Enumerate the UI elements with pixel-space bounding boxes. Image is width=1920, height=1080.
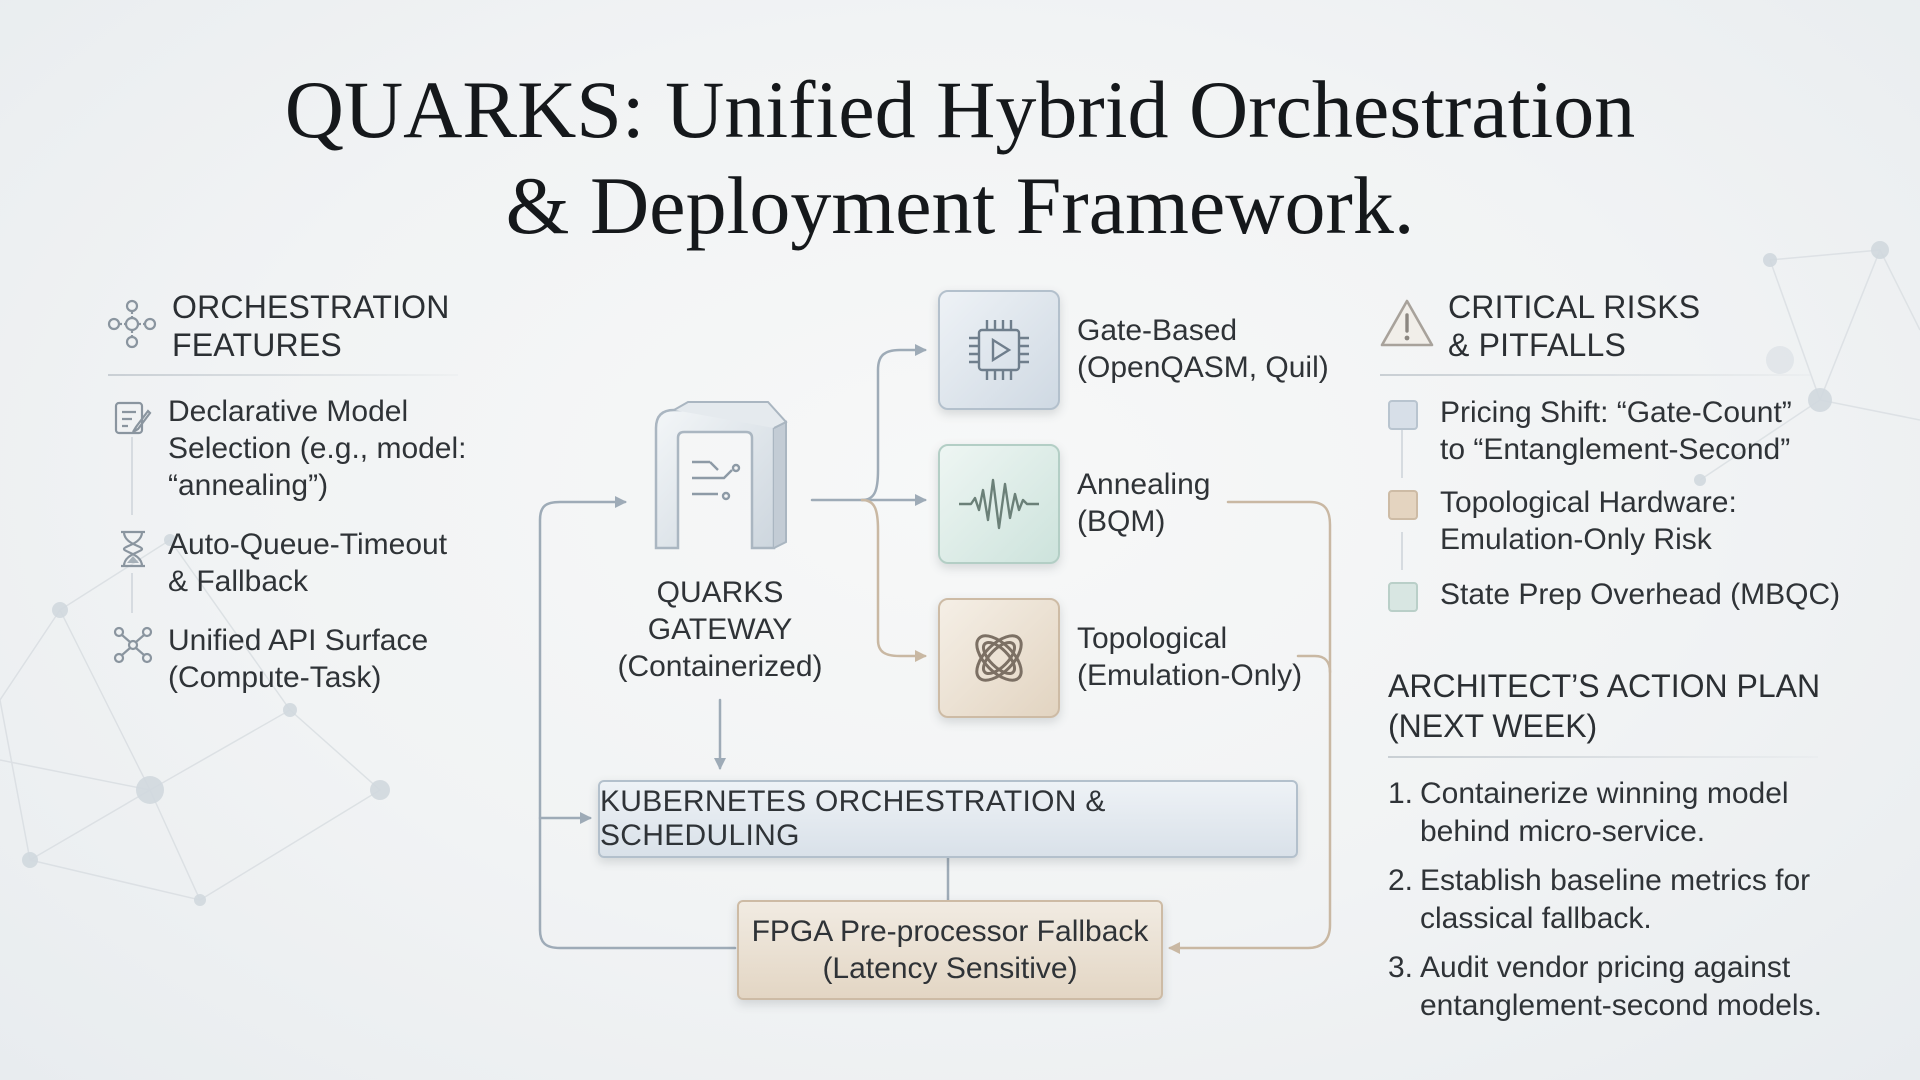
- orchestration-features-heading: ORCHESTRATION FEATURES: [104, 288, 450, 364]
- kubernetes-label: KUBERNETES ORCHESTRATION & SCHEDULING: [600, 785, 1106, 852]
- risk-marker-icon: [1388, 490, 1418, 520]
- risk-line: Pricing Shift: “Gate-Count”: [1440, 396, 1792, 429]
- edit-document-icon: [114, 401, 152, 435]
- gateway-label-line: GATEWAY: [647, 613, 793, 646]
- topological-label: Topological (Emulation-Only): [1077, 620, 1302, 694]
- chip-icon: [969, 320, 1029, 380]
- gate-based-box: [938, 290, 1060, 410]
- risks-connector-line: [1401, 430, 1403, 478]
- feature-line: Declarative Model: [168, 395, 409, 428]
- risk-marker-icon: [1388, 400, 1418, 430]
- feature-line: Auto-Queue-Timeout: [168, 528, 448, 561]
- gateway-label: QUARKS GATEWAY (Containerized): [600, 574, 840, 685]
- risk-marker-icon: [1388, 582, 1418, 612]
- action-plan-divider: [1388, 756, 1818, 758]
- risk-line: State Prep Overhead (MBQC): [1440, 578, 1841, 611]
- action-item-line: entanglement-second models.: [1420, 989, 1822, 1022]
- risk-line: Emulation-Only Risk: [1440, 523, 1712, 556]
- fpga-label-line: FPGA Pre-processor Fallback: [751, 915, 1149, 948]
- action-item-line: Containerize winning model: [1420, 777, 1789, 810]
- risks-heading-line-1: CRITICAL RISKS: [1448, 289, 1701, 325]
- backend-label-line: (OpenQASM, Quil): [1077, 351, 1329, 384]
- warning-triangle-icon: [1380, 299, 1434, 347]
- title-line-2: & Deployment Framework.: [505, 160, 1415, 251]
- annealing-label: Annealing (BQM): [1077, 466, 1210, 540]
- gateway-label-line: QUARKS: [656, 576, 784, 609]
- risks-connector-line: [1401, 532, 1403, 570]
- action-item: 3. Audit vendor pricing against entangle…: [1388, 949, 1822, 1025]
- annealing-box: [938, 444, 1060, 564]
- gate-based-label: Gate-Based (OpenQASM, Quil): [1077, 312, 1329, 386]
- feature-line: & Fallback: [168, 565, 309, 598]
- risk-line: Topological Hardware:: [1440, 486, 1737, 519]
- feature-item-unified-api: Unified API Surface (Compute-Task): [112, 622, 428, 696]
- topological-box: [938, 598, 1060, 718]
- orchestration-heading-line-2: FEATURES: [172, 327, 342, 363]
- feature-item-declarative: Declarative Model Selection (e.g., model…: [112, 393, 467, 504]
- action-plan-heading-line-1: ARCHITECT’S ACTION PLAN: [1388, 668, 1821, 704]
- page-title: QUARKS: Unified Hybrid Orchestration & D…: [160, 62, 1760, 254]
- action-item-number: 1.: [1388, 777, 1414, 810]
- gateway-label-line: (Containerized): [617, 650, 823, 683]
- title-line-1: QUARKS: Unified Hybrid Orchestration: [284, 64, 1636, 155]
- action-item-line: behind micro-service.: [1420, 815, 1706, 848]
- action-item-line: Establish baseline metrics for: [1420, 864, 1811, 897]
- orchestration-nodes-icon: [107, 299, 157, 349]
- backend-label-line: (Emulation-Only): [1077, 659, 1303, 692]
- feature-line: “annealing”): [168, 469, 329, 502]
- knot-icon: [975, 634, 1023, 682]
- backend-label-line: (BQM): [1077, 505, 1166, 538]
- backend-label-line: Topological: [1077, 622, 1228, 655]
- action-item-number: 3.: [1388, 951, 1414, 984]
- action-plan-heading: ARCHITECT’S ACTION PLAN (NEXT WEEK): [1388, 666, 1820, 746]
- orchestration-heading-line-1: ORCHESTRATION: [172, 289, 450, 325]
- risk-line: to “Entanglement-Second”: [1440, 433, 1791, 466]
- feature-item-auto-queue: Auto-Queue-Timeout & Fallback: [112, 526, 447, 600]
- risk-item-pricing: Pricing Shift: “Gate-Count” to “Entangle…: [1388, 394, 1792, 468]
- gateway-portal-icon: [654, 401, 788, 550]
- action-item: 1. Containerize winning model behind mic…: [1388, 775, 1789, 851]
- features-connector-line: [131, 437, 133, 515]
- waveform-icon: [959, 478, 1039, 530]
- critical-risks-heading: CRITICAL RISKS & PITFALLS: [1378, 288, 1700, 364]
- risks-divider: [1380, 374, 1810, 376]
- hourglass-icon: [121, 530, 145, 568]
- action-item: 2. Establish baseline metrics for classi…: [1388, 862, 1810, 938]
- orchestration-divider: [108, 374, 458, 376]
- network-nodes-icon: [113, 626, 153, 664]
- backend-label-line: Gate-Based: [1077, 314, 1238, 347]
- action-item-number: 2.: [1388, 864, 1414, 897]
- action-plan-heading-line-2: (NEXT WEEK): [1388, 708, 1598, 744]
- risks-heading-line-2: & PITFALLS: [1448, 327, 1627, 363]
- feature-line: Selection (e.g., model:: [168, 432, 467, 465]
- kubernetes-orchestration-box: KUBERNETES ORCHESTRATION & SCHEDULING: [598, 780, 1298, 858]
- backend-label-line: Annealing: [1077, 468, 1211, 501]
- action-item-line: Audit vendor pricing against: [1420, 951, 1791, 984]
- action-item-line: classical fallback.: [1420, 902, 1652, 935]
- fpga-label-line: (Latency Sensitive): [822, 952, 1078, 985]
- feature-line: (Compute-Task): [168, 661, 382, 694]
- features-connector-line: [131, 573, 133, 613]
- risk-item-topological: Topological Hardware: Emulation-Only Ris…: [1388, 484, 1737, 558]
- fpga-fallback-box: FPGA Pre-processor Fallback (Latency Sen…: [737, 900, 1163, 1000]
- risk-item-state-prep: State Prep Overhead (MBQC): [1388, 576, 1840, 613]
- feature-line: Unified API Surface: [168, 624, 429, 657]
